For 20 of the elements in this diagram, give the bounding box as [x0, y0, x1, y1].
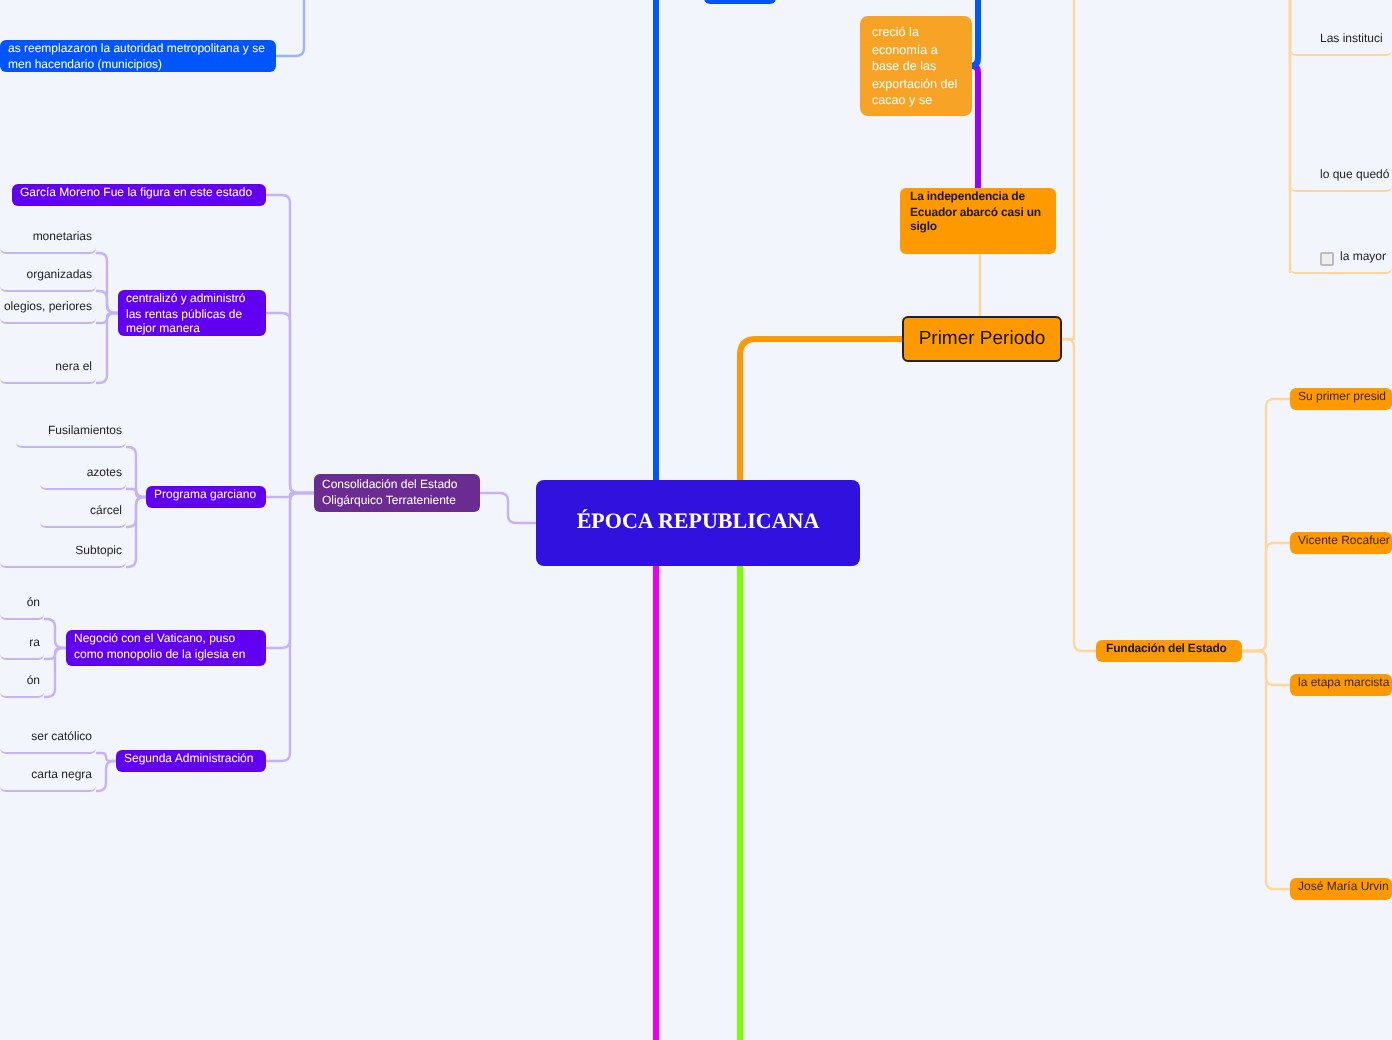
connector-line: [653, 566, 659, 1040]
connector-line: [969, 63, 981, 188]
connector-line: [44, 617, 66, 650]
connector-line: [1288, 0, 1292, 273]
connector-line: [737, 336, 902, 480]
connector-line: [126, 495, 146, 569]
connector-line: [978, 254, 982, 316]
connector-line: [96, 289, 118, 315]
main-topic-box: Primer Periodo: [902, 316, 1062, 362]
connector-line: [126, 445, 146, 499]
connector-line: [96, 759, 116, 793]
connector-line: [44, 646, 66, 699]
connector-line: [967, 0, 981, 69]
connector-line: [653, 0, 659, 480]
connector-line: [96, 751, 116, 763]
central-topic: ÉPOCA REPUBLICANA: [536, 480, 860, 566]
connector-line: [126, 487, 146, 499]
connector-line: [1062, 0, 1076, 341]
connector-line: [480, 491, 536, 525]
connector-line: [737, 566, 743, 1040]
